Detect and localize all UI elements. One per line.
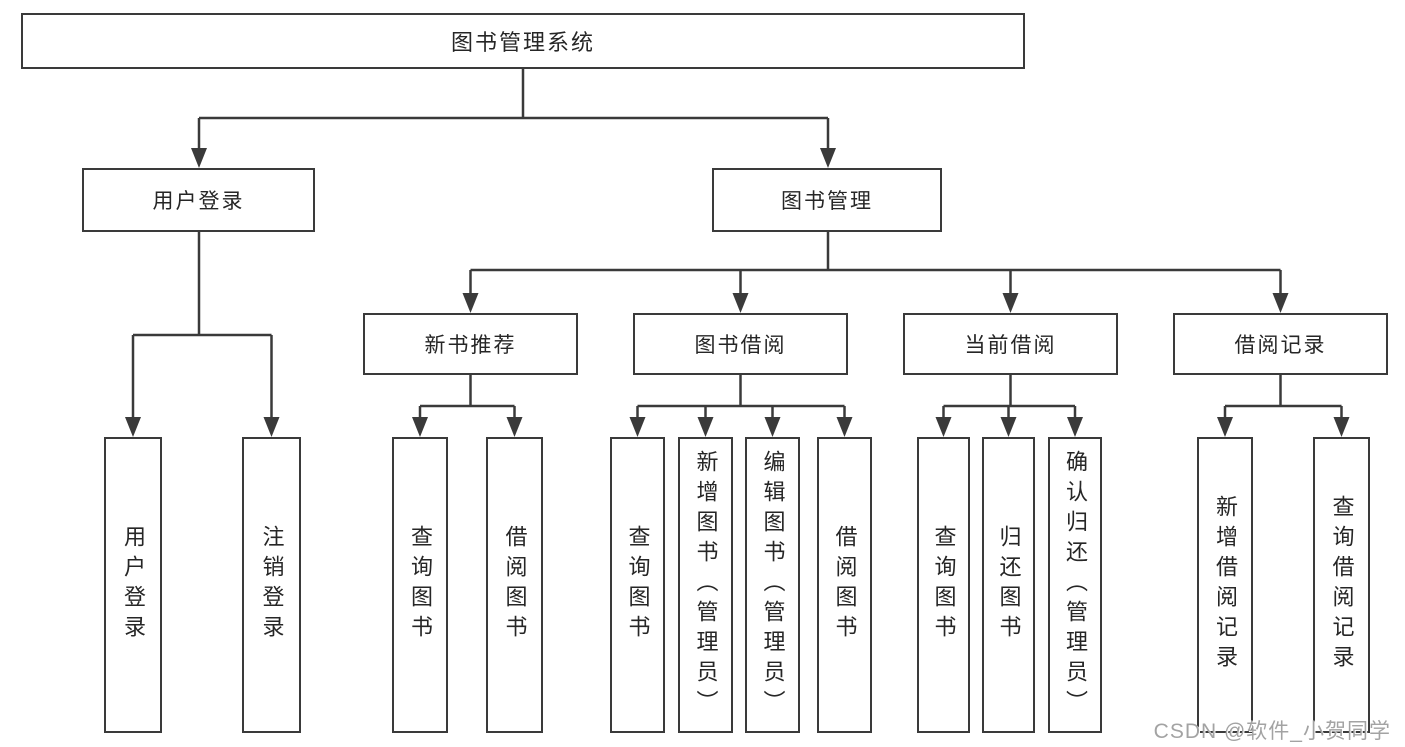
node-leaf-rec-borrow-book: 借阅图书 bbox=[486, 437, 543, 733]
node-leaf-rec-query-book: 查询图书 bbox=[392, 437, 448, 733]
node-leaf-bb-edit-book: 编辑图书（管理员） bbox=[745, 437, 800, 733]
node-leaf-bb-add-book: 新增图书（管理员） bbox=[678, 437, 733, 733]
node-book-borrow: 图书借阅 bbox=[633, 313, 848, 375]
csdn-watermark: CSDN @软件_小贺同学 bbox=[1153, 720, 1391, 743]
node-borrow-record: 借阅记录 bbox=[1173, 313, 1388, 375]
node-leaf-br-add-record: 新增借阅记录 bbox=[1197, 437, 1253, 733]
node-root-library-system: 图书管理系统 bbox=[21, 13, 1025, 69]
node-leaf-logout: 注销登录 bbox=[242, 437, 301, 733]
node-current-borrow: 当前借阅 bbox=[903, 313, 1118, 375]
node-user-login: 用户登录 bbox=[82, 168, 315, 232]
arrowheads bbox=[125, 148, 1350, 437]
node-leaf-br-query-record: 查询借阅记录 bbox=[1313, 437, 1370, 733]
node-book-management: 图书管理 bbox=[712, 168, 942, 232]
node-leaf-cb-query-book: 查询图书 bbox=[917, 437, 970, 733]
node-new-book-recommend: 新书推荐 bbox=[363, 313, 578, 375]
node-leaf-cb-confirm-return: 确认归还（管理员） bbox=[1048, 437, 1102, 733]
node-leaf-bb-borrow-book: 借阅图书 bbox=[817, 437, 872, 733]
node-leaf-bb-query-book: 查询图书 bbox=[610, 437, 665, 733]
node-leaf-user-login: 用户登录 bbox=[104, 437, 162, 733]
node-leaf-cb-return-book: 归还图书 bbox=[982, 437, 1035, 733]
